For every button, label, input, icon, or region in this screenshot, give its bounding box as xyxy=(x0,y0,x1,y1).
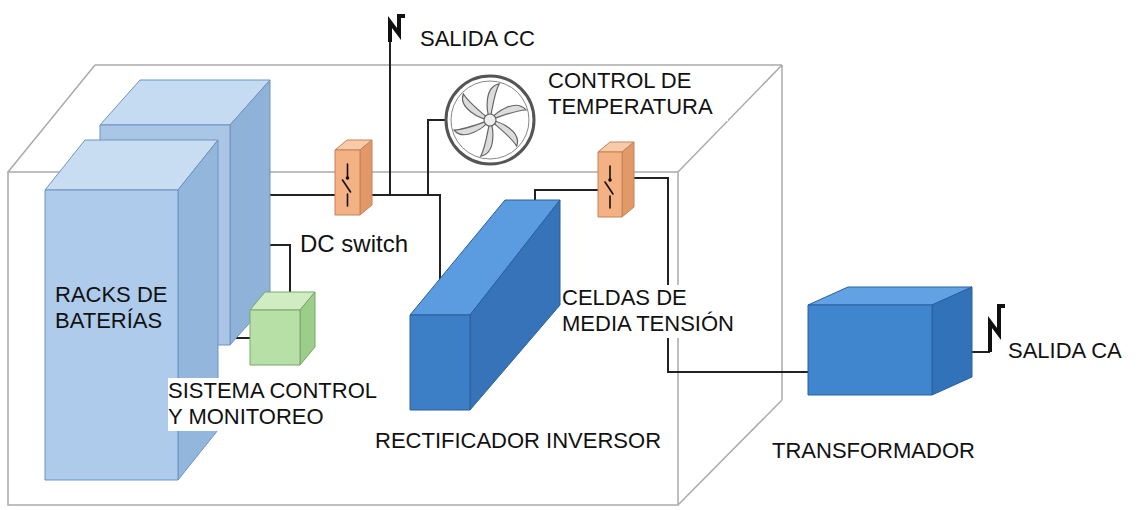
container-edge xyxy=(8,65,95,172)
output-label-holder: SALIDA CA xyxy=(1008,338,1122,364)
switch-symbol xyxy=(609,166,611,179)
switch-symbol xyxy=(605,182,613,194)
fan-blade xyxy=(477,81,508,120)
output-terminal-symbol xyxy=(390,16,405,42)
node-label: CONTROL DE TEMPERATURA xyxy=(548,68,728,121)
switch-box-side xyxy=(622,142,634,217)
node-label: RACKS DE BATERÍAS xyxy=(55,282,180,335)
switch-symbol xyxy=(343,180,351,192)
fan-blade xyxy=(454,120,490,135)
rectifier-side xyxy=(470,200,560,410)
wire xyxy=(622,178,808,372)
container-edge xyxy=(95,64,782,66)
rectifier-top xyxy=(410,200,560,315)
transformer-box-front xyxy=(808,305,932,395)
front-rack-top xyxy=(45,140,218,190)
cooling-fan-drawing xyxy=(446,76,534,164)
transformer-box-side xyxy=(932,287,972,395)
dc-output-wire xyxy=(389,42,391,196)
node-label: CELDAS DE MEDIA TENSIÓN xyxy=(562,285,752,338)
container-front xyxy=(8,172,678,505)
fan-blade xyxy=(459,89,490,128)
mv-switchgear: CELDAS DE MEDIA TENSIÓN xyxy=(598,152,622,217)
ac-output-wire xyxy=(971,351,990,353)
output-label: SALIDA CA xyxy=(1008,338,1122,364)
fan-blade xyxy=(472,120,503,159)
fan-blade xyxy=(490,113,521,152)
cooling-fan: CONTROL DE TEMPERATURA xyxy=(445,75,535,165)
fan-ring xyxy=(446,76,534,164)
back-rack-top xyxy=(100,80,270,125)
output-label: SALIDA CC xyxy=(420,26,535,52)
rectifier-inverter: RECTIFICADOR INVERSOR xyxy=(410,315,470,410)
battery-racks: RACKS DE BATERÍAS xyxy=(45,190,178,480)
transformer-box-top xyxy=(808,287,972,305)
switch-box-front xyxy=(598,152,622,217)
node-label: TRANSFORMADOR xyxy=(772,438,975,464)
switch-box-top xyxy=(335,140,372,150)
transformer: TRANSFORMADOR xyxy=(808,305,932,395)
dc-switch: DC switch xyxy=(335,150,360,215)
switch-box-front xyxy=(335,150,360,215)
container-outline xyxy=(8,65,782,505)
front-rack-front xyxy=(45,190,178,480)
wire xyxy=(360,120,445,195)
rectifier-inverter-drawing xyxy=(410,200,560,410)
control-unit-drawing xyxy=(250,292,315,365)
switch-box-top xyxy=(598,142,634,152)
node-label: SISTEMA CONTROL Y MONITOREO xyxy=(168,378,390,431)
fan-blade xyxy=(490,105,526,120)
node-label: RECTIFICADOR INVERSOR xyxy=(375,428,661,454)
switch-symbol xyxy=(347,164,349,177)
fan-hub xyxy=(484,114,496,126)
switch-symbol xyxy=(608,178,612,182)
control-unit: SISTEMA CONTROL Y MONITOREO xyxy=(250,310,300,365)
wire xyxy=(178,300,250,338)
switch-symbol xyxy=(347,194,349,206)
output-label-holder: SALIDA CC xyxy=(420,26,535,52)
wire xyxy=(178,194,335,196)
control-box-side xyxy=(300,292,315,365)
switch-symbol xyxy=(346,176,350,180)
output-terminal-symbol xyxy=(990,306,1005,352)
fan-ring xyxy=(451,81,529,159)
back-rack-side xyxy=(230,80,270,345)
switch-box-side xyxy=(360,140,372,215)
node-label: DC switch xyxy=(300,230,408,259)
rectifier-front xyxy=(410,315,470,410)
control-box-front xyxy=(250,310,300,365)
container-edge xyxy=(678,400,782,505)
container-edge xyxy=(781,65,783,400)
transformer-drawing xyxy=(808,287,972,395)
mv-switchgear-drawing xyxy=(598,142,634,217)
dc-switch-drawing xyxy=(335,140,372,215)
control-box-top xyxy=(250,292,315,310)
switch-symbol xyxy=(609,196,611,208)
